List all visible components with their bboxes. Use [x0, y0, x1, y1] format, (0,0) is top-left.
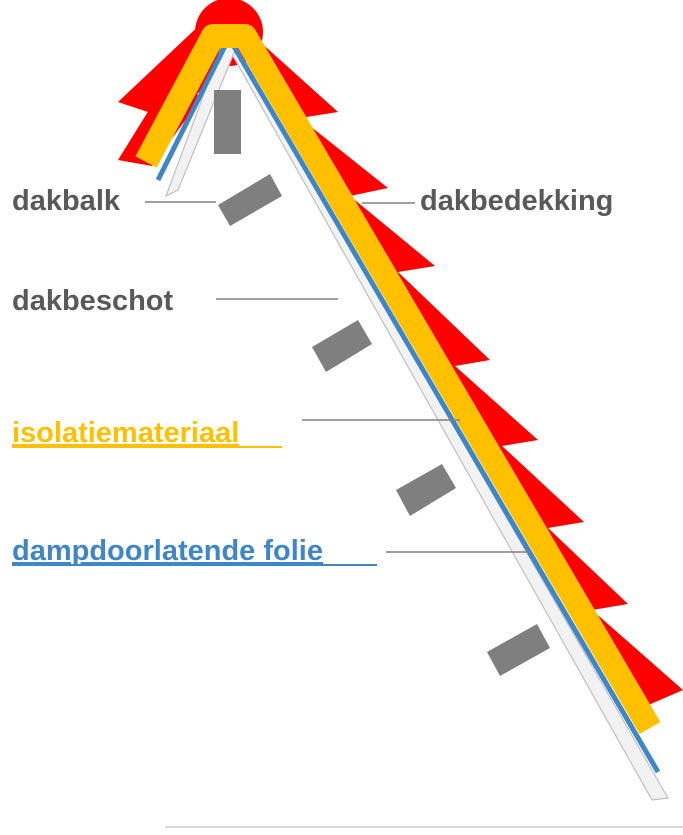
rafter [396, 464, 456, 516]
rafters [214, 90, 550, 676]
label-isolatiemateriaal: isolatiemateriaal [12, 417, 239, 449]
rafter [214, 90, 241, 154]
leader-lines [145, 201, 530, 553]
rafter [312, 320, 372, 372]
rafter [218, 174, 282, 226]
label-dampdoorlatende-folie: dampdoorlatende folie [12, 535, 323, 567]
insulation-layer [135, 24, 661, 735]
label-dakbalk: dakbalk [12, 185, 121, 217]
roof-decking [164, 39, 683, 828]
label-dakbedekking: dakbedekking [420, 185, 613, 217]
rafter [487, 624, 550, 676]
label-dakbeschot: dakbeschot [12, 285, 173, 317]
